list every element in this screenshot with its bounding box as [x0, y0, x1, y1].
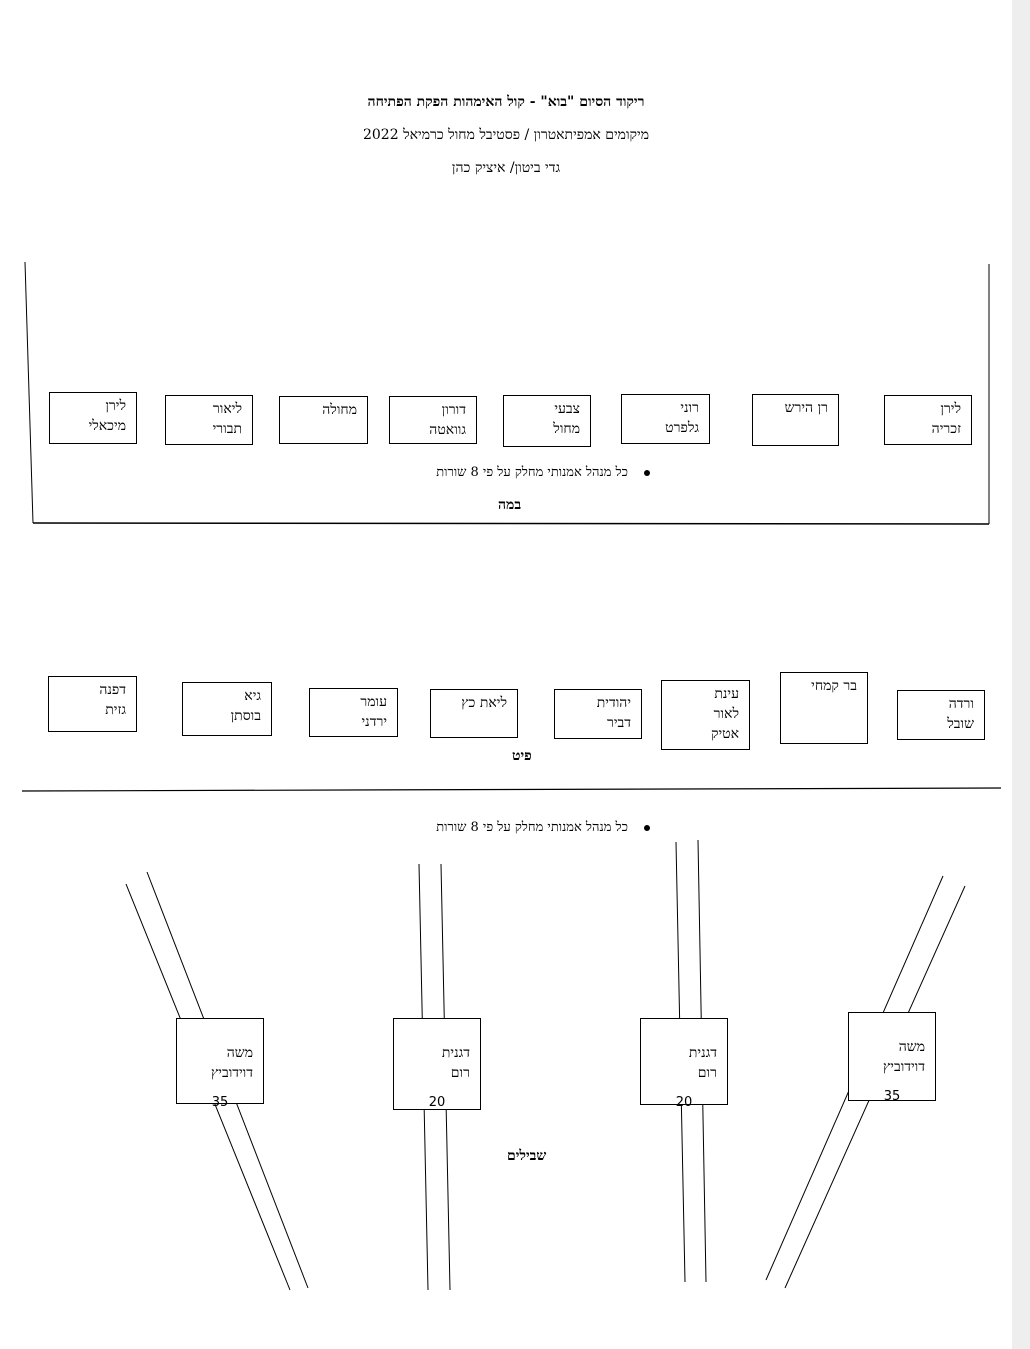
- page-edge: [1012, 0, 1030, 1349]
- stage-note: כל מנהל אמנותי מחלק על פי 8 שורות: [360, 464, 650, 480]
- pit-box-7: גיא בוסתן: [182, 682, 272, 736]
- stage-frame-left: [24, 261, 34, 524]
- path-box-3-count: 20: [675, 1095, 693, 1110]
- pit-label: פיט: [512, 748, 532, 764]
- path-box-4-name: משה דוידוביץ: [882, 1039, 925, 1075]
- stage-box-5: דורון גוואטה: [389, 396, 477, 444]
- pit-divider: [21, 787, 1002, 792]
- stage-frame-bottom: [32, 522, 990, 525]
- pit-box-2: בר קמחי: [780, 672, 868, 744]
- stage-box-8: לירן מיכאלי: [49, 392, 137, 444]
- paths-label: שבילים: [507, 1148, 547, 1164]
- pit-box-1: ורדה שובל: [897, 690, 985, 740]
- path-box-1-count: 35: [211, 1095, 229, 1110]
- pit-box-6: עומר ירדני: [309, 688, 398, 737]
- pit-box-4: יהודית דביר: [554, 689, 642, 739]
- path-box-4-count: 35: [883, 1089, 901, 1104]
- stage-box-4: צבעי מחול: [503, 395, 591, 447]
- path-box-1-name: משה דוידוביץ: [210, 1045, 253, 1081]
- path-box-2: דגנית רום 20: [393, 1018, 481, 1110]
- pit-box-3: עינת לאור אטיק: [661, 680, 750, 750]
- document-subtitle: מיקומים אמפיתאטרון / פסטיבל מחול כרמיאל …: [362, 127, 649, 143]
- stage-box-7: ליאור תבורי: [165, 395, 253, 445]
- stage-note-text: כל מנהל אמנותי מחלק על פי 8 שורות: [436, 465, 628, 480]
- stage-box-3: רוני גלפרט: [621, 394, 710, 444]
- stage-box-2: רן הירש: [752, 394, 839, 446]
- path-box-3: דגנית רום 20: [640, 1018, 728, 1110]
- path-box-2-count: 20: [428, 1095, 446, 1110]
- pit-box-8: דפנה גזית: [48, 676, 137, 732]
- pit-note: כל מנהל אמנותי מחלק על פי 8 שורות: [360, 819, 650, 835]
- path-box-1: משה דוידוביץ 35: [176, 1018, 264, 1110]
- stage-label: במה: [498, 497, 522, 513]
- stage-box-6: מחולה: [279, 396, 368, 444]
- document-title: ריקוד הסיום "בוא" - קול האימהות הפקת הפת…: [367, 94, 645, 110]
- pit-box-5: ליאת כץ: [430, 689, 518, 738]
- path-box-4: משה דוידוביץ 35: [848, 1012, 936, 1104]
- pit-note-text: כל מנהל אמנותי מחלק על פי 8 שורות: [436, 820, 628, 835]
- bullet-dot: [644, 469, 650, 476]
- bullet-dot: [644, 824, 650, 831]
- document-authors: גדי ביטון/ איציק כהן: [451, 160, 561, 176]
- path-box-3-name: דגנית רום: [688, 1045, 717, 1081]
- path-box-2-name: דגנית רום: [441, 1045, 470, 1081]
- stage-box-1: לירן זכריה: [884, 395, 972, 445]
